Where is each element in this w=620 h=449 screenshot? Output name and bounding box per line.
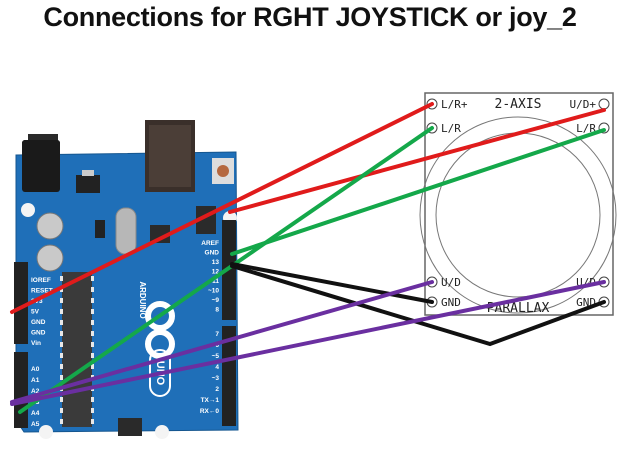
atmega-chip [62,272,92,427]
smd-chip [95,220,105,238]
dip-pin [60,331,63,336]
power-header [14,262,28,344]
dip-pin [91,342,94,347]
pin-label-lr-right: L/R [576,122,596,135]
smd-chip [150,225,170,243]
header-pin-label: RESET [31,288,53,295]
dip-pin [91,309,94,314]
dip-pin [91,419,94,424]
dip-pin [60,408,63,413]
header-pin-label: GND [205,250,220,257]
header-pin-label: 2 [215,386,219,393]
dip-pin [60,309,63,314]
wires [10,102,606,414]
mounting-hole [39,425,53,439]
wire [230,262,434,304]
dip-pin [60,298,63,303]
dip-pin [60,364,63,369]
wire [10,102,434,314]
wire [18,126,434,414]
dip-pin [91,397,94,402]
dc-jack-body [22,140,60,192]
wire [230,264,606,347]
joystick-top-label: 2-AXIS [495,97,542,112]
analog-header [14,352,28,428]
joystick-outer-ring [419,116,617,314]
header-pin-label: 13 [212,259,220,266]
pin-label-ud-plus: U/D+ [570,98,597,111]
digital-header-bottom [222,326,236,426]
brand-label: ARDUINO [138,281,147,318]
header-pin-label: 7 [215,331,219,338]
dip-pin [60,320,63,325]
dip-pin [91,408,94,413]
dip-pin [91,331,94,336]
capacitor [36,244,64,272]
mounting-hole [155,425,169,439]
header-pin-label: ~11 [208,278,219,285]
icsp-header-bottom [118,418,142,436]
dip-pin [91,287,94,292]
regulator-tab [82,170,94,176]
joystick-board [424,92,614,316]
header-pin-label: 4 [215,364,219,371]
wire [10,280,606,406]
wire [228,108,606,214]
dip-pin [60,353,63,358]
header-pin-label: TX→1 [201,397,220,404]
header-pin-label: A4 [31,410,40,417]
header-pin-label: A5 [31,421,40,428]
dc-jack-top [28,134,58,144]
dip-pin [91,353,94,358]
page-title: Connections for RGHT JOYSTICK or joy_2 [43,2,577,32]
dip-pin [91,276,94,281]
dip-pin [91,320,94,325]
header-pin-label: ~5 [212,353,220,360]
arduino-logo [145,301,175,359]
joystick-module: L/R+ L/R U/D+ L/R U/D GND U/D GND 2-AXIS… [419,92,617,316]
header-pin-label: ~9 [212,297,220,304]
pin-label-lr-left: L/R [441,122,461,135]
wire [10,280,434,404]
header-pin-label: 12 [212,269,220,276]
dip-pin [60,375,63,380]
header-pin-label: 5V [31,309,40,316]
mounting-hole [21,203,35,217]
crystal [115,207,137,255]
header-pin-label: A1 [31,377,40,384]
reset-button [217,165,229,177]
header-pin-label: RX←0 [200,408,220,415]
usb-body-inner [149,125,191,187]
header-pin-label: Vin [31,340,41,347]
dip-pin [91,364,94,369]
header-pin-label: ~3 [212,375,220,382]
wire [230,128,606,256]
dip-pin [60,342,63,347]
voltage-regulator [76,175,100,193]
header-pin-label: GND [31,319,46,326]
dip-pin [60,276,63,281]
pin-label-ud-left: U/D [441,276,461,289]
header-pin-label: A2 [31,388,40,395]
pin-label-gnd-left: GND [441,296,461,309]
header-pin-label: A0 [31,366,40,373]
header-pin-label: ~10 [208,288,219,295]
header-pin-label: IOREF [31,277,51,284]
pin-hole-ud-plus [598,98,610,110]
dip-pin [60,397,63,402]
header-pin-label: AREF [201,240,219,247]
header-pin-label: 8 [215,307,219,314]
header-pin-label: GND [31,330,46,337]
capacitor [36,212,64,240]
pin-label-lr-plus: L/R+ [441,98,468,111]
dip-pin [60,419,63,424]
dip-pin [91,298,94,303]
